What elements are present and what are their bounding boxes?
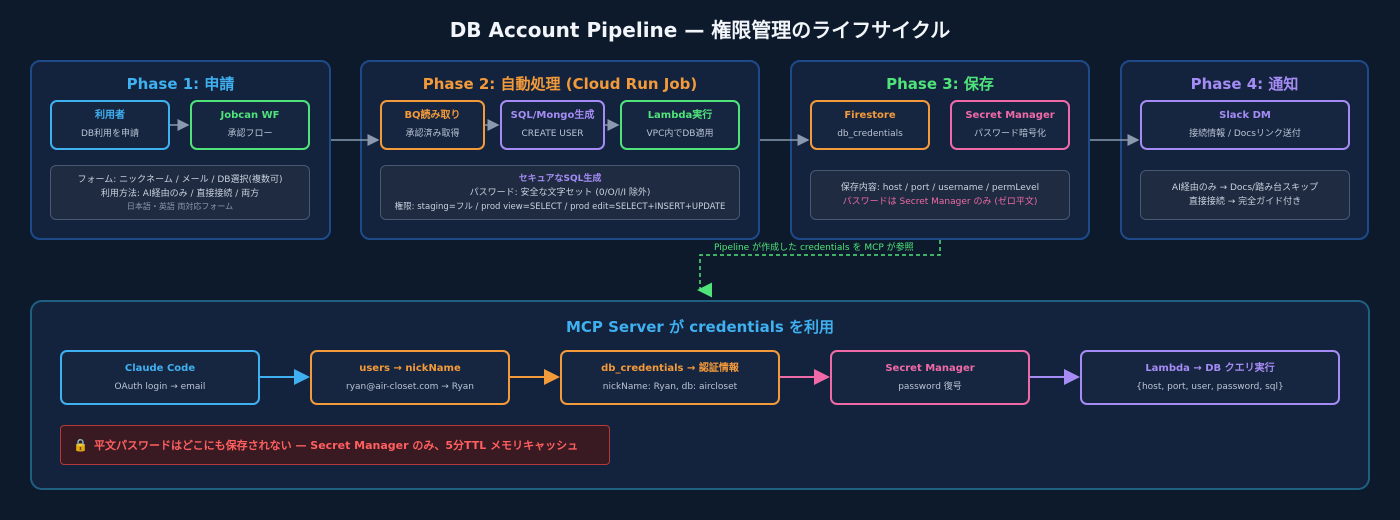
- phase-2-title: Phase 2: 自動処理 (Cloud Run Job): [422, 75, 698, 93]
- claude-code-sub: OAuth login → email: [114, 381, 206, 392]
- slack-dm-sub: 接続情報 / Docsリンク送付: [1189, 129, 1301, 139]
- sql-gen-title: SQL/Mongo生成: [510, 110, 595, 121]
- lock-icon: 🔒: [73, 438, 88, 452]
- bq-read-node: BQ読み取り 承認済み取得: [380, 100, 485, 150]
- phase-1-title: Phase 1: 申請: [126, 75, 235, 93]
- users-nickname-node: users → nickName ryan@air-closet.com → R…: [310, 350, 510, 405]
- mcp-server-title: MCP Server が credentials を利用: [565, 318, 835, 336]
- lambda-exec-sub: VPC内でDB適用: [646, 129, 714, 139]
- secret-manager-sub: パスワード暗号化: [973, 129, 1046, 139]
- phase-3-note: 保存内容: host / port / username / permLevel…: [810, 170, 1070, 220]
- sql-gen-sub: CREATE USER: [521, 129, 584, 139]
- lambda-query-sub: {host, port, user, password, sql}: [1136, 381, 1284, 392]
- users-nickname-sub: ryan@air-closet.com → Ryan: [346, 381, 474, 392]
- plaintext-warning-text: 平文パスワードはどこにも保存されない — Secret Manager のみ、5…: [93, 439, 579, 452]
- pipeline-credentials-label: Pipeline が作成した credentials を MCP が参照: [712, 240, 916, 253]
- users-nickname-title: users → nickName: [359, 362, 461, 374]
- phase-4-title: Phase 4: 通知: [1190, 75, 1299, 93]
- plaintext-warning-banner: 🔒 平文パスワードはどこにも保存されない — Secret Manager のみ…: [60, 425, 610, 465]
- jobcan-wf-sub: 承認フロー: [227, 129, 273, 139]
- mcp-secret-manager-title: Secret Manager: [885, 362, 975, 374]
- lambda-query-node: Lambda → DB クエリ実行 {host, port, user, pas…: [1080, 350, 1340, 405]
- lambda-exec-node: Lambda実行 VPC内でDB適用: [620, 100, 740, 150]
- claude-code-node: Claude Code OAuth login → email: [60, 350, 260, 405]
- lambda-query-title: Lambda → DB クエリ実行: [1145, 362, 1275, 374]
- phase-2-note-line-3: 権限: staging=フル / prod view=SELECT / prod…: [394, 201, 726, 212]
- claude-code-title: Claude Code: [124, 362, 196, 374]
- phase-4-note: AI経由のみ → Docs/踏み台スキップ 直接接続 → 完全ガイド付き: [1140, 170, 1350, 220]
- user-node-title: 利用者: [95, 110, 125, 121]
- secret-manager-node: Secret Manager パスワード暗号化: [950, 100, 1070, 150]
- bq-read-sub: 承認済み取得: [405, 129, 460, 139]
- user-node-sub: DB利用を申請: [80, 129, 140, 139]
- phase-4-note-line-2: 直接接続 → 完全ガイド付き: [1188, 197, 1302, 207]
- firestore-title: Firestore: [844, 110, 896, 121]
- sql-gen-node: SQL/Mongo生成 CREATE USER: [500, 100, 605, 150]
- user-node: 利用者 DB利用を申請: [50, 100, 170, 150]
- phase-1-note-line-3: 日本語・英語 両対応フォーム: [126, 201, 234, 211]
- phase-2-note: セキュアなSQL生成 パスワード: 安全な文字セット (0/O/l/I 除外) …: [380, 165, 740, 220]
- slack-dm-node: Slack DM 接続情報 / Docsリンク送付: [1140, 100, 1350, 150]
- phase-2-note-line-2: パスワード: 安全な文字セット (0/O/l/I 除外): [469, 187, 651, 198]
- bq-read-title: BQ読み取り: [404, 110, 461, 121]
- slack-dm-title: Slack DM: [1219, 110, 1271, 121]
- jobcan-wf-node: Jobcan WF 承認フロー: [190, 100, 310, 150]
- jobcan-wf-title: Jobcan WF: [220, 110, 280, 121]
- db-credentials-node: db_credentials → 認証情報 nickName: Ryan, db…: [560, 350, 780, 405]
- mcp-secret-manager-node: Secret Manager password 復号: [830, 350, 1030, 405]
- page-title: DB Account Pipeline — 権限管理のライフサイクル: [449, 18, 951, 42]
- phase-4-note-line-1: AI経由のみ → Docs/踏み台スキップ: [1171, 183, 1319, 193]
- firestore-node: Firestore db_credentials: [810, 100, 930, 150]
- phase-3-note-line-2: パスワードは Secret Manager のみ (ゼロ平文): [842, 197, 1038, 207]
- firestore-sub: db_credentials: [837, 129, 903, 139]
- phase-2-note-heading: セキュアなSQL生成: [518, 173, 602, 184]
- phase-3-note-line-1: 保存内容: host / port / username / permLevel: [840, 183, 1040, 193]
- phase-3-title: Phase 3: 保存: [886, 75, 994, 93]
- lambda-exec-title: Lambda実行: [647, 110, 713, 121]
- db-credentials-sub: nickName: Ryan, db: aircloset: [602, 381, 738, 392]
- db-credentials-title: db_credentials → 認証情報: [601, 362, 739, 374]
- phase-1-note: フォーム: ニックネーム / メール / DB選択(複数可) 利用方法: AI経…: [50, 165, 310, 220]
- mcp-secret-manager-sub: password 復号: [898, 381, 962, 392]
- secret-manager-title: Secret Manager: [965, 110, 1055, 121]
- phase-1-note-line-1: フォーム: ニックネーム / メール / DB選択(複数可): [77, 174, 283, 185]
- phase-1-note-line-2: 利用方法: AI経由のみ / 直接接続 / 両方: [100, 188, 260, 199]
